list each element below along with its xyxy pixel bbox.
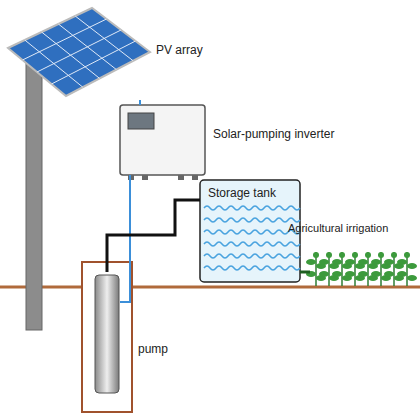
plant <box>332 252 352 286</box>
pump-unit: pump <box>94 272 120 395</box>
inverter-terminals <box>128 175 198 180</box>
part-label: Storage tank <box>208 186 276 200</box>
plant <box>397 252 417 286</box>
irrigation-field: Agricultural irrigation <box>310 242 418 285</box>
plant <box>345 252 365 286</box>
pv-array: PV array <box>10 5 150 100</box>
storage-tank: Storage tank <box>200 180 300 282</box>
wave-line <box>204 266 300 270</box>
plant <box>306 252 326 286</box>
wave-line <box>204 206 300 210</box>
inverter-box <box>120 105 205 175</box>
panel-grid <box>23 16 136 87</box>
well-casing <box>82 262 132 412</box>
inverter-unit: Solar-pumping inverter <box>120 105 205 175</box>
panel-pole <box>26 45 42 330</box>
power-wire <box>120 175 130 302</box>
wave-line <box>204 230 300 234</box>
water-pipe <box>107 200 200 272</box>
water-pipe <box>300 271 310 274</box>
tank-body <box>200 180 300 282</box>
power-wire <box>139 100 141 105</box>
tank-water <box>204 206 300 270</box>
part-label: Agricultural irrigation <box>288 222 388 235</box>
wave-line <box>204 218 300 222</box>
plant <box>371 252 391 286</box>
solar-panel <box>8 8 150 96</box>
wave-line <box>204 242 300 246</box>
plant <box>384 252 404 286</box>
ground-line <box>0 286 420 289</box>
plants <box>306 252 417 286</box>
plant <box>319 252 339 286</box>
wave-line <box>204 254 300 258</box>
part-label: Solar-pumping inverter <box>213 127 334 141</box>
part-label: pump <box>138 342 168 356</box>
plant <box>358 252 378 286</box>
part-label: PV array <box>156 43 203 57</box>
inverter-display <box>128 113 154 129</box>
pump-body <box>95 275 119 393</box>
